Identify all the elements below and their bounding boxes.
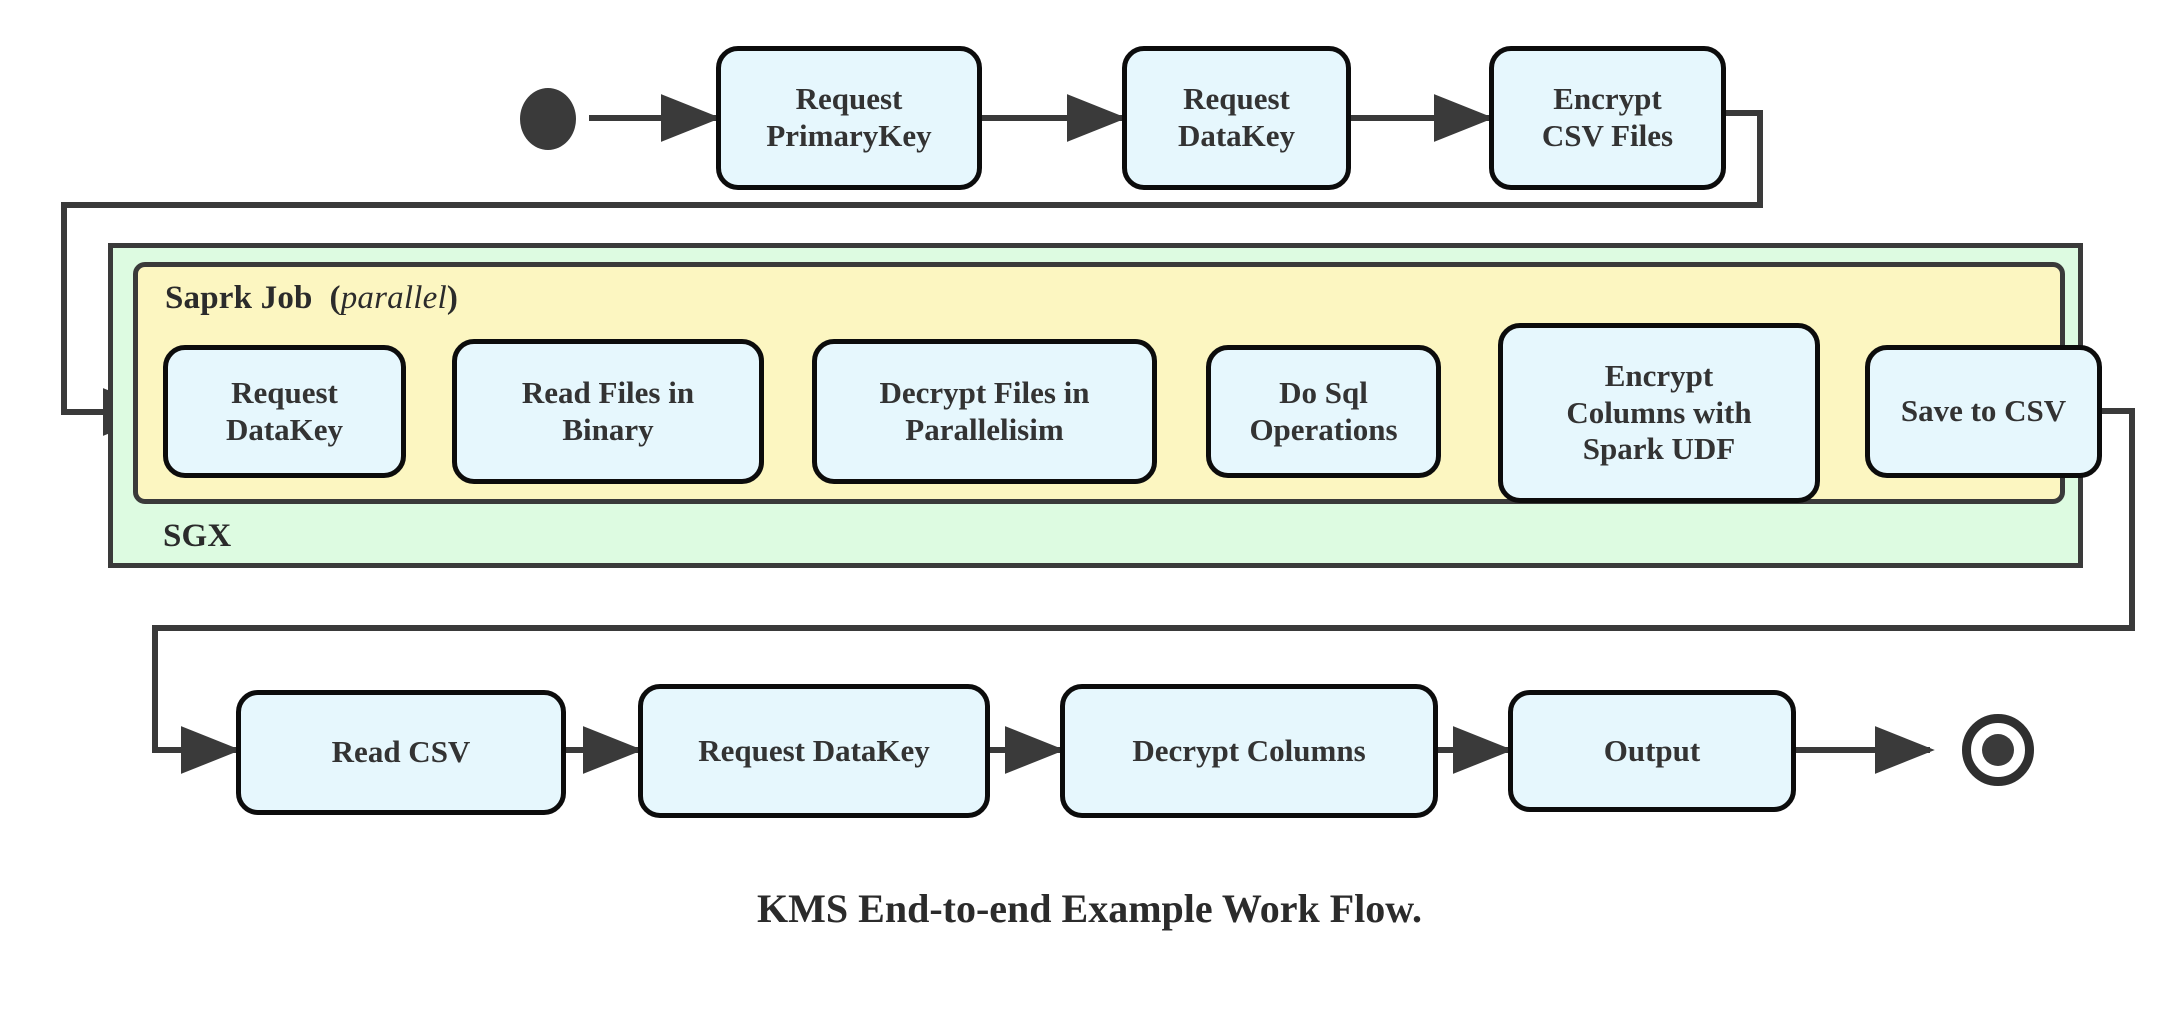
node-line: Encrypt xyxy=(1553,81,1662,117)
node-line: Request DataKey xyxy=(698,732,930,768)
node-line: DataKey xyxy=(225,411,344,447)
node-decrypt-columns[interactable]: Decrypt Columns xyxy=(1060,684,1438,818)
node-encrypt-csv-files[interactable]: Encrypt CSV Files xyxy=(1489,46,1726,190)
node-request-primarykey[interactable]: Request PrimaryKey xyxy=(716,46,982,190)
spark-job-label-text: Saprk Job xyxy=(165,280,313,316)
node-line: Request xyxy=(231,374,338,410)
node-request-datakey-spark[interactable]: Request DataKey xyxy=(163,345,406,478)
node-line: Encrypt xyxy=(1604,358,1714,394)
node-line: CSV Files xyxy=(1541,118,1674,153)
node-line: Decrypt Files in xyxy=(879,374,1090,410)
node-line: Operations xyxy=(1249,411,1398,447)
node-line: PrimaryKey xyxy=(766,118,932,153)
node-line: Request xyxy=(1183,81,1290,117)
end-node-dot xyxy=(1982,734,2014,766)
start-node xyxy=(520,88,576,150)
node-line: Read Files in xyxy=(521,374,695,410)
node-line: Decrypt Columns xyxy=(1132,732,1366,768)
end-node xyxy=(1962,714,2034,786)
diagram-caption: KMS End-to-end Example Work Flow. xyxy=(757,886,1422,931)
spark-job-label: Saprk Job (parallel) xyxy=(165,280,458,317)
node-read-files-in-binary[interactable]: Read Files in Binary xyxy=(452,339,764,484)
sgx-label: SGX xyxy=(163,518,232,554)
node-encrypt-columns-with-spark-udf[interactable]: Encrypt Columns with Spark UDF xyxy=(1498,323,1820,503)
node-do-sql-operations[interactable]: Do Sql Operations xyxy=(1206,345,1441,478)
node-decrypt-files-in-parallelisim[interactable]: Decrypt Files in Parallelisim xyxy=(812,339,1157,484)
node-line: Parallelisim xyxy=(905,411,1064,447)
node-request-datakey-top[interactable]: Request DataKey xyxy=(1122,46,1351,190)
spark-job-qualifier-open: ( xyxy=(329,280,341,316)
node-line: Output xyxy=(1603,732,1701,768)
node-line: Save to CSV xyxy=(1900,393,2067,429)
node-output[interactable]: Output xyxy=(1508,690,1796,812)
node-line: Spark UDF xyxy=(1582,431,1736,467)
node-line: Binary xyxy=(562,411,654,447)
node-line: Columns with xyxy=(1566,394,1752,430)
spark-job-qualifier-close: ) xyxy=(446,280,459,316)
node-read-csv[interactable]: Read CSV xyxy=(236,690,566,815)
node-save-to-csv[interactable]: Save to CSV xyxy=(1865,345,2102,478)
node-line: Read CSV xyxy=(331,734,471,770)
node-line: Do Sql xyxy=(1279,374,1368,410)
node-line: Request xyxy=(795,81,903,117)
spark-job-qualifier: (parallel) xyxy=(313,280,458,316)
node-request-datakey-bottom[interactable]: Request DataKey xyxy=(638,684,990,818)
node-line: DataKey xyxy=(1177,118,1296,153)
spark-job-qualifier-text: parallel xyxy=(340,280,447,316)
